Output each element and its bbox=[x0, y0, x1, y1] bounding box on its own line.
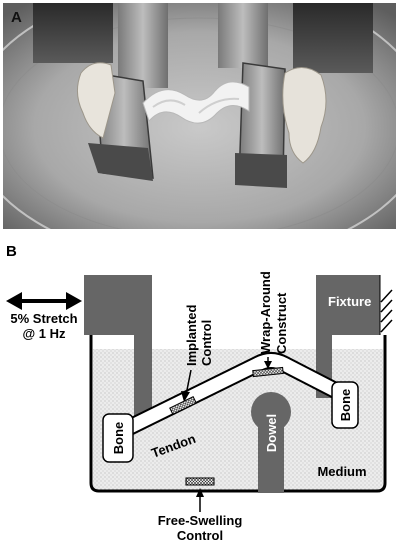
tendon-construct-photo bbox=[142, 81, 250, 124]
wrap-label-line2: Construct bbox=[274, 292, 289, 354]
schematic-diagram: Bone Bone 5% Stretch @ 1 Hz Fixture Impl… bbox=[6, 271, 393, 543]
back-post-right bbox=[218, 3, 268, 68]
free-label-line1: Free-Swelling bbox=[158, 513, 243, 528]
stretch-arrow bbox=[6, 292, 82, 310]
bone-left-box bbox=[102, 413, 134, 463]
back-post-left bbox=[118, 3, 168, 88]
wrap-around-construct-sample bbox=[252, 366, 284, 378]
dowel-label: Dowel bbox=[264, 414, 279, 452]
ground-hatch bbox=[380, 289, 393, 333]
stretch-label-line1: 5% Stretch bbox=[10, 311, 77, 326]
left-fixture bbox=[84, 275, 152, 418]
right-fixture bbox=[316, 275, 380, 398]
implanted-label-line2: Control bbox=[199, 320, 214, 366]
implanted-label-line1: Implanted bbox=[184, 305, 199, 366]
back-fixture-right bbox=[293, 3, 373, 73]
photo-illustration bbox=[3, 3, 396, 229]
implanted-arrow bbox=[185, 369, 192, 396]
panel-label-a: A bbox=[11, 9, 22, 26]
left-grip-base bbox=[88, 143, 153, 181]
back-fixture-left bbox=[33, 3, 113, 63]
right-grip-base bbox=[235, 153, 287, 188]
schematic-panel-b: B bbox=[0, 240, 400, 548]
dowel-head bbox=[251, 392, 291, 432]
free-swelling-control-sample bbox=[185, 477, 215, 486]
tendon-band bbox=[121, 354, 353, 436]
fixture-label: Fixture bbox=[328, 294, 371, 309]
panel-label-b: B bbox=[6, 243, 17, 260]
left-bone-photo bbox=[77, 62, 116, 139]
right-bone-photo bbox=[282, 67, 327, 164]
free-label-line2: Control bbox=[177, 528, 223, 543]
photo-panel-a: A bbox=[3, 3, 396, 229]
bone-right-label: Bone bbox=[338, 389, 353, 422]
implanted-control-sample bbox=[169, 395, 197, 416]
wrap-label-line1: Wrap-Around bbox=[258, 271, 273, 354]
stretch-label-line2: @ 1 Hz bbox=[22, 326, 66, 341]
bone-right-box bbox=[331, 381, 359, 429]
bone-left-label: Bone bbox=[111, 422, 126, 455]
bath-container bbox=[89, 335, 387, 493]
medium-label: Medium bbox=[317, 464, 366, 479]
